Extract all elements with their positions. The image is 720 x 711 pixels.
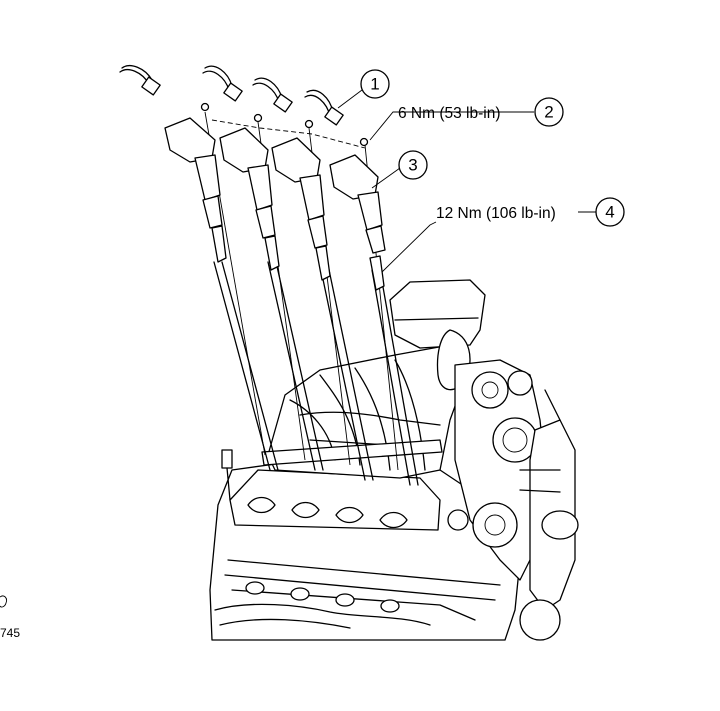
callout-4-circle: [595, 197, 625, 227]
callout-1-circle: [360, 69, 390, 99]
figure-id: 745: [0, 626, 20, 640]
coil-bolts: [200, 102, 369, 147]
callout-4-torque-spec: 12 Nm (106 lb-in): [436, 205, 556, 222]
callout-3-number: 3: [408, 156, 417, 175]
callout-2: 6 Nm (53 lb-in) 2: [398, 97, 564, 127]
callout-3: 3: [398, 150, 428, 180]
alignment-dash: [211, 119, 366, 149]
callout-2-circle: [534, 97, 564, 127]
ignition-coils: [164, 117, 386, 254]
cropped-symbol-icon: [0, 595, 7, 608]
plug-guide-lines: [204, 111, 419, 486]
engine-assembly: [209, 279, 579, 641]
callout-2-torque-spec: 6 Nm (53 lb-in): [398, 105, 501, 122]
callout-2-number: 2: [544, 103, 553, 122]
callout-1: 1: [360, 69, 390, 99]
callout-1-number: 1: [370, 75, 379, 94]
coil-wells: [247, 496, 408, 529]
callout-leaders: [337, 89, 596, 273]
callout-4: 12 Nm (106 lb-in) 4: [436, 197, 625, 227]
spark-plugs: [211, 225, 385, 291]
coil-connectors: [119, 65, 344, 126]
callout-3-circle: [398, 150, 428, 180]
exhaust-ports: [245, 581, 400, 613]
callout-4-number: 4: [605, 203, 614, 222]
